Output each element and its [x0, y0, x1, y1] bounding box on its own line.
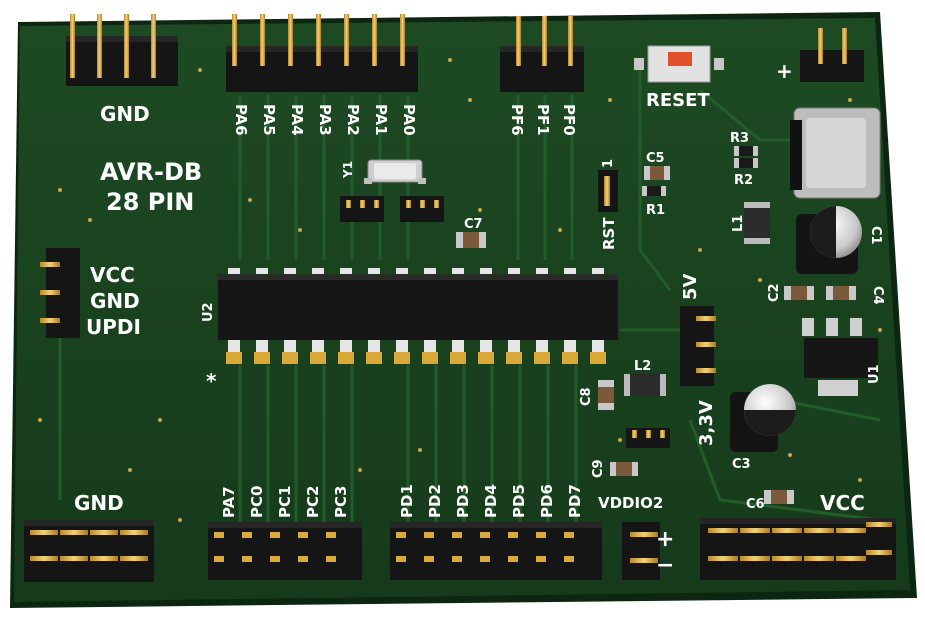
cap-c5 [644, 166, 670, 180]
label-l1: L1 [731, 215, 746, 232]
cap-c7 [456, 232, 486, 248]
cap-c4 [826, 286, 856, 300]
label-pa5: PA5 [260, 104, 278, 136]
resistor-r3 [734, 146, 758, 156]
label-pd3: PD3 [454, 484, 472, 518]
pc-labels: PA7 PC0 PC1 PC2 PC3 [220, 486, 350, 518]
label-c7: C7 [464, 217, 483, 232]
pd-labels: PD1 PD2 PD3 PD4 PD5 PD6 PD7 [398, 484, 584, 518]
label-pa0: PA0 [400, 104, 418, 136]
label-pd5: PD5 [510, 484, 528, 518]
label-pa2: PA2 [344, 104, 362, 136]
board-title-line2: 28 PIN [106, 188, 194, 216]
inductor-l1 [744, 202, 770, 244]
label-c6: C6 [746, 497, 765, 512]
label-c2: C2 [767, 283, 782, 302]
header-bottom-pc[interactable] [208, 522, 362, 580]
header-bottom-vcc[interactable] [700, 518, 896, 580]
pa-labels: PA6 PA5 PA4 PA3 PA2 PA1 PA0 PF6 PF1 PF0 [232, 104, 578, 136]
header-top-pa[interactable] [226, 14, 418, 92]
label-c3: C3 [732, 457, 751, 472]
regulator-u1 [802, 318, 878, 396]
label-r2: R2 [734, 173, 753, 188]
label-c8: C8 [579, 387, 594, 406]
label-updi-vcc: VCC [90, 263, 135, 287]
label-plus-bottom: + [656, 527, 674, 552]
header-bottom-vddio2[interactable] [622, 522, 660, 580]
cap-c9 [610, 462, 638, 476]
resistor-r1 [642, 186, 666, 196]
label-pf1: PF1 [534, 104, 552, 136]
label-r3: R3 [730, 131, 749, 146]
header-small-3[interactable] [626, 428, 670, 448]
resistor-r2 [734, 158, 758, 168]
cap-c6 [764, 490, 794, 504]
label-3v3: 3,3V [696, 400, 717, 446]
label-5v: 5V [680, 273, 701, 300]
chip-u2 [218, 268, 618, 364]
label-reset: RESET [646, 90, 710, 111]
label-r1: R1 [646, 203, 665, 218]
header-left-updi[interactable] [40, 248, 80, 338]
crystal-ref: Y1 [341, 161, 355, 179]
usb-c-connector[interactable] [790, 107, 881, 199]
header-bottom-gnd[interactable] [24, 520, 154, 582]
label-plus-top: + [776, 59, 793, 83]
header-small-1[interactable] [340, 196, 384, 222]
label-c9: C9 [591, 459, 606, 478]
label-top-gnd: GND [100, 102, 150, 126]
label-c5: C5 [646, 151, 665, 166]
label-pa1: PA1 [372, 104, 390, 136]
label-pd7: PD7 [566, 484, 584, 518]
label-minus-bottom: − [656, 553, 674, 578]
label-pc1: PC1 [276, 486, 294, 518]
label-rst: RST [600, 217, 618, 250]
cap-c1 [796, 206, 862, 274]
label-pd2: PD2 [426, 484, 444, 518]
cap-c3 [730, 384, 796, 452]
label-pc2: PC2 [304, 486, 322, 518]
label-bottom-gnd: GND [74, 491, 124, 515]
header-top-right-power[interactable] [800, 28, 864, 82]
label-c1: C1 [868, 226, 883, 245]
header-top-pf[interactable] [500, 16, 584, 92]
label-rst-pin: 1 [601, 159, 616, 168]
label-pa6: PA6 [232, 104, 250, 136]
label-c4: C4 [870, 286, 885, 305]
label-pd1: PD1 [398, 484, 416, 518]
pin1-star: * [206, 369, 217, 393]
label-vddio2: VDDIO2 [598, 494, 663, 512]
header-voltage-select[interactable] [680, 306, 716, 386]
header-top-gnd[interactable] [66, 14, 178, 86]
crystal-y1 [364, 159, 426, 184]
label-pd6: PD6 [538, 484, 556, 518]
cap-c2 [784, 286, 814, 300]
header-rst[interactable] [598, 170, 618, 212]
label-pa7: PA7 [220, 486, 238, 518]
label-pc3: PC3 [332, 486, 350, 518]
label-pf0: PF0 [560, 104, 578, 136]
cap-c8 [598, 380, 614, 410]
label-pa4: PA4 [288, 104, 306, 136]
label-updi-gnd: GND [90, 289, 140, 313]
label-u1: U1 [867, 364, 882, 384]
label-pf6: PF6 [508, 104, 526, 136]
board-title-line1: AVR-DB [100, 158, 202, 186]
traces [58, 60, 881, 530]
label-pd4: PD4 [482, 484, 500, 518]
label-pa3: PA3 [316, 104, 334, 136]
header-bottom-pd[interactable] [390, 522, 602, 580]
header-small-2[interactable] [400, 196, 444, 222]
chip-ref: U2 [201, 302, 216, 322]
inductor-l2 [624, 374, 666, 396]
label-updi-updi: UPDI [86, 315, 141, 339]
label-pc0: PC0 [248, 486, 266, 518]
reset-button[interactable] [634, 45, 724, 83]
label-bottom-vcc: VCC [820, 491, 865, 515]
label-l2: L2 [634, 359, 651, 374]
